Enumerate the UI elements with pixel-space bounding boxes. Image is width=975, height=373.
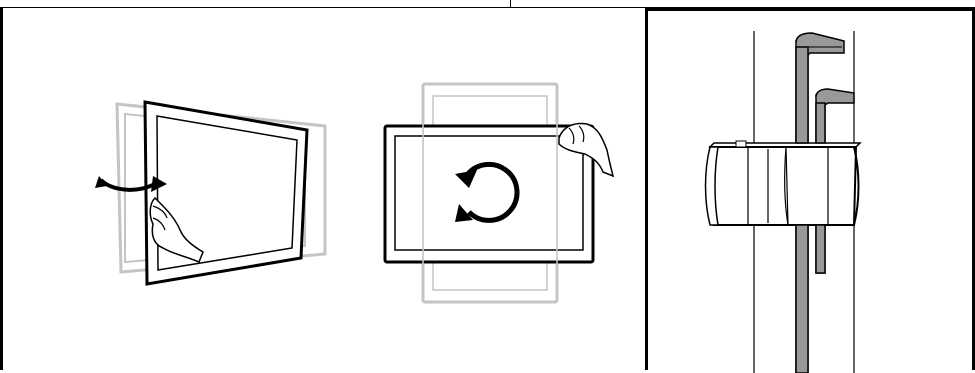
monitor-adjust-panel xyxy=(0,8,645,370)
pole-clamp-drawing xyxy=(704,31,862,373)
hand-icon xyxy=(558,122,615,178)
rotation-cycle-icon xyxy=(462,161,520,223)
top-divider xyxy=(510,0,511,8)
swivel-monitor-illustration xyxy=(95,100,327,286)
landscape-screen xyxy=(394,135,584,251)
top-rule xyxy=(0,0,975,8)
monitor-adjust-drawing xyxy=(95,82,615,304)
rotate-monitor-illustration xyxy=(383,82,615,304)
pole-clamp-hex-keys-illustration xyxy=(704,31,862,373)
landscape-monitor xyxy=(383,124,595,264)
pole-clamp xyxy=(704,140,862,226)
pole-clamp-panel xyxy=(645,8,975,373)
hand-icon xyxy=(149,196,204,263)
ghost-monitor-back xyxy=(115,102,327,274)
monitor-frame xyxy=(143,100,309,286)
